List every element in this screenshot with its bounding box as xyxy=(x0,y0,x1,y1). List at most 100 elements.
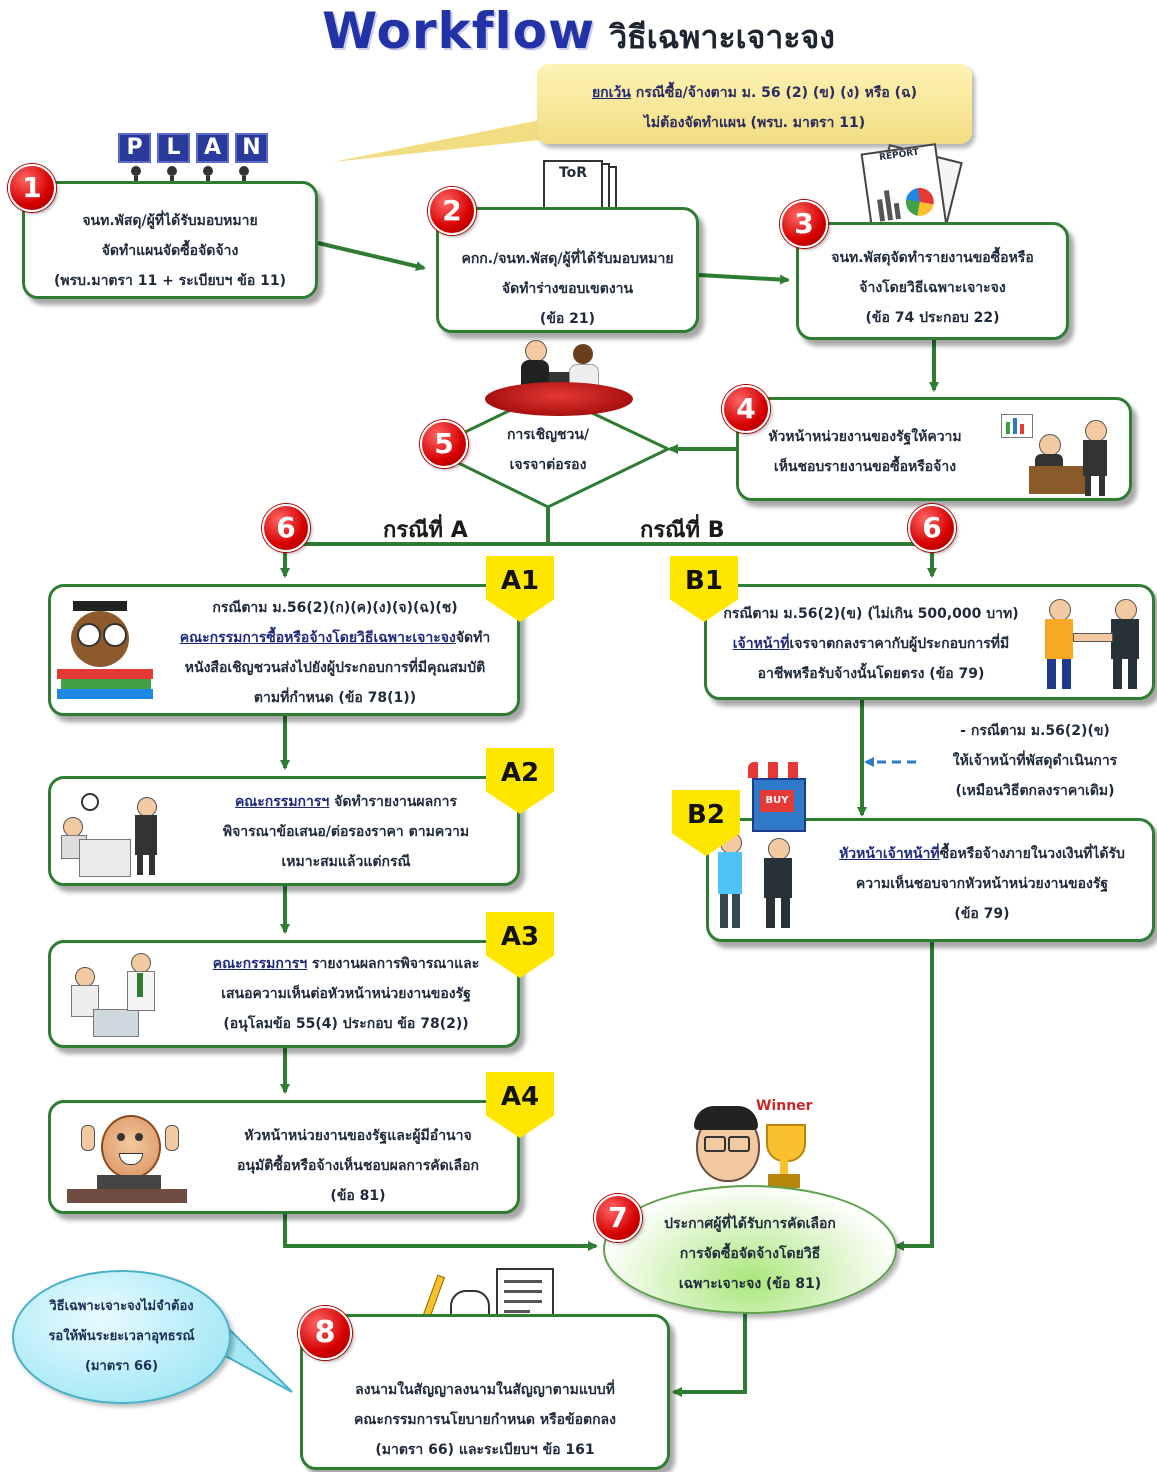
presenters-icon xyxy=(67,951,173,1041)
winner-trophy-icon: Winner xyxy=(690,1098,820,1202)
cloud-line: วิธีเฉพาะเจาะจงไม่จำต้อง xyxy=(49,1299,194,1314)
b1-line-3: อาชีพหรือรับจ้างนั้นโดยตรง (ข้อ 79) xyxy=(757,666,985,682)
b-note-line: ให้เจ้าหน้าที่พัสดุดำเนินการ xyxy=(952,753,1118,769)
executive-icon xyxy=(67,1109,193,1207)
b-note-line: (เหมือนวิธีตกลงราคาเดิม) xyxy=(955,783,1115,799)
step-4-line: เห็นชอบรายงานขอซื้อหรือจ้าง xyxy=(773,459,957,475)
negotiation-table-icon xyxy=(485,338,635,422)
a2-line-2: พิจารณาข้อเสนอ/ต่อรองราคา ตามความ xyxy=(222,824,470,840)
callout-pointer xyxy=(333,120,540,162)
step-4-line: หัวหน้าหน่วยงานของรัฐให้ความ xyxy=(768,429,962,445)
buy-label: BUY xyxy=(760,790,794,812)
step-a2-box: คณะกรรมการฯ จัดทำรายงานผลการ พิจารณาข้อเ… xyxy=(48,776,520,886)
a4-line: อนุมัติซื้อหรือจ้างเห็นชอบผลการคัดเลือก xyxy=(237,1158,479,1174)
a4-line: หัวหน้าหน่วยงานของรัฐและผู้มีอำนาจ xyxy=(244,1128,472,1144)
a1-line-3: หนังสือเชิญชวนส่งไปยังผู้ประกอบการที่มีค… xyxy=(184,660,486,676)
a3-line-2: เสนอความเห็นต่อหัวหน้าหน่วยงานของรัฐ xyxy=(221,986,471,1002)
winner-label: Winner xyxy=(756,1098,813,1114)
step-7-line: เฉพาะเจาะจง (ข้อ 81) xyxy=(678,1276,822,1292)
step-7-line: ประกาศผู้ที่ได้รับการคัดเลือก xyxy=(664,1216,836,1232)
cloud-line: รอให้พ้นระยะเวลาอุทธรณ์ xyxy=(48,1329,195,1344)
case-b-label: กรณีที่ B xyxy=(640,518,725,543)
step-a1-box: กรณีตาม ม.56(2)(ก)(ค)(ง)(จ)(ฉ)(ช) คณะกรร… xyxy=(48,584,520,716)
step-2-badge: 2 xyxy=(428,187,476,235)
step-2-box: คกก./จนท.พัสดุ/ผู้ที่ได้รับมอบหมาย จัดทำ… xyxy=(436,207,699,333)
b2-line-3: (ข้อ 79) xyxy=(954,906,1010,922)
step-a3-box: คณะกรรมการฯ รายงานผลการพิจารณาและ เสนอคว… xyxy=(48,940,520,1048)
b1-line-2: เจ้าหน้าที่เจรจาตกลงราคากับผู้ประกอบการท… xyxy=(732,636,1010,652)
title-latin: Workflow xyxy=(322,2,596,60)
report-label: REPORT xyxy=(878,147,920,164)
a2-line-1: คณะกรรมการฯ จัดทำรายงานผลการ xyxy=(234,794,458,810)
step-5-line: เจรจาต่อรอง xyxy=(509,457,587,473)
arrow-b2-7 xyxy=(894,942,934,1251)
plan-letter: L xyxy=(157,133,190,163)
step-5-text: การเชิญชวน/ เจรจาต่อรอง xyxy=(475,420,621,480)
step-2-line: (ข้อ 21) xyxy=(539,311,596,327)
plan-people-icon: P L A N xyxy=(118,133,268,203)
arrow-2-3 xyxy=(698,273,790,285)
a4-line: (ข้อ 81) xyxy=(330,1188,386,1204)
a3-line-1: คณะกรรมการฯ รายงานผลการพิจารณาและ xyxy=(212,956,480,972)
cloud-line: (มาตรา 66) xyxy=(84,1359,159,1374)
tor-document-icon: ToR xyxy=(543,160,623,234)
plan-letter: N xyxy=(235,133,268,163)
b2-line-2: ความเห็นชอบจากหัวหน้าหน่วยงานของรัฐ xyxy=(855,876,1109,892)
a1-line-2: คณะกรรมการซื้อหรือจ้างโดยวิธีเฉพาะเจาะจง… xyxy=(179,630,491,646)
step-7-badge: 7 xyxy=(594,1194,642,1242)
step-3-line: (ข้อ 74 ประกอบ 22) xyxy=(865,310,1000,326)
a1-line-1: กรณีตาม ม.56(2)(ก)(ค)(ง)(จ)(ฉ)(ช) xyxy=(212,600,458,616)
callout-line-2: ไม่ต้องจัดทำแผน (พรบ. มาตรา 11) xyxy=(643,115,866,131)
step-8-box: ลงนามในสัญญาลงนามในสัญญาตามแบบที่ คณะกรร… xyxy=(300,1314,670,1470)
step-7-oval: ประกาศผู้ที่ได้รับการคัดเลือก การจัดซื้อ… xyxy=(603,1185,897,1314)
shopping-people-icon: BUY xyxy=(712,762,816,932)
a2-line-3: เหมาะสมแล้วแต่กรณี xyxy=(281,854,411,870)
step-8-line: ลงนามในสัญญาลงนามในสัญญาตามแบบที่ xyxy=(355,1382,615,1398)
step-4-box: หัวหน้าหน่วยงานของรัฐให้ความ เห็นชอบรายง… xyxy=(736,397,1132,501)
step-3-badge: 3 xyxy=(780,200,828,248)
callout-line-1: ยกเว้น กรณีซื้อ/จ้างตาม ม. 56 (2) (ข) (ง… xyxy=(591,85,918,101)
step-8-line: คณะกรรมการนโยบายกำหนด หรือข้อตกลง xyxy=(354,1412,616,1428)
handshake-icon xyxy=(1041,597,1145,693)
step-3-line: จ้างโดยวิธีเฉพาะเจาะจง xyxy=(859,280,1006,296)
step-3-box: จนท.พัสดุจัดทำรายงานขอซื้อหรือ จ้างโดยวิ… xyxy=(796,222,1069,340)
decision-diamond-5 xyxy=(426,390,672,509)
step-1-line: จนท.พัสดุ/ผู้ที่ได้รับมอบหมาย xyxy=(82,213,258,229)
step-8-badge: 8 xyxy=(298,1306,352,1360)
step-1-box: จนท.พัสดุ/ผู้ที่ได้รับมอบหมาย จัดทำแผนจั… xyxy=(22,181,318,299)
step-2-line: คกก./จนท.พัสดุ/ผู้ที่ได้รับมอบหมาย xyxy=(461,251,674,267)
plan-letter: A xyxy=(196,133,229,163)
step-5-line: การเชิญชวน/ xyxy=(506,427,590,443)
plan-letter: P xyxy=(118,133,151,163)
b-note: - กรณีตาม ม.56(2)(ข) ให้เจ้าหน้าที่พัสดุ… xyxy=(920,716,1150,806)
step-7-line: การจัดซื้อจัดจ้างโดยวิธี xyxy=(679,1246,821,1262)
arrow-1-2 xyxy=(317,241,426,272)
step-1-badge: 1 xyxy=(8,164,56,212)
a1-line-4: ตามที่กำหนด (ข้อ 78(1)) xyxy=(253,690,417,706)
step-2-line: จัดทำร่างขอบเขตงาน xyxy=(501,281,634,297)
step-a4-box: หัวหน้าหน่วยงานของรัฐและผู้มีอำนาจ อนุมั… xyxy=(48,1100,520,1214)
step-b1-box: กรณีตาม ม.56(2)(ข) (ไม่เกิน 500,000 บาท)… xyxy=(704,584,1155,700)
arrow-7-8 xyxy=(672,1312,747,1397)
step-5-badge: 5 xyxy=(420,420,468,468)
owl-books-icon xyxy=(57,601,153,705)
step-6-badge-b: 6 xyxy=(908,504,956,552)
b-note-line: - กรณีตาม ม.56(2)(ข) xyxy=(960,723,1110,739)
page-title: Workflow วิธีเฉพาะเจาะจง xyxy=(0,2,1157,63)
step-1-line: จัดทำแผนจัดซื้อจัดจ้าง xyxy=(101,243,239,259)
step-3-line: จนท.พัสดุจัดทำรายงานขอซื้อหรือ xyxy=(831,250,1034,266)
office-workers-icon xyxy=(59,791,169,877)
office-meeting-icon xyxy=(1001,408,1121,496)
step-6-badge-a: 6 xyxy=(262,504,310,552)
step-1-line: (พรบ.มาตรา 11 + ระเบียบฯ ข้อ 11) xyxy=(53,273,287,289)
exception-callout: ยกเว้น กรณีซื้อ/จ้างตาม ม. 56 (2) (ข) (ง… xyxy=(537,64,972,144)
step-8-line: (มาตรา 66) และระเบียบฯ ข้อ 161 xyxy=(375,1442,595,1458)
b2-line-1: หัวหน้าเจ้าหน้าที่ซื้อหรือจ้างภายในวงเงิ… xyxy=(839,846,1125,862)
step-4-badge: 4 xyxy=(722,385,770,433)
a3-line-3: (อนุโลมข้อ 55(4) ประกอบ ข้อ 78(2)) xyxy=(223,1016,469,1032)
b1-line-1: กรณีตาม ม.56(2)(ข) (ไม่เกิน 500,000 บาท) xyxy=(723,606,1019,622)
arrow-a4-7 xyxy=(283,1214,598,1251)
title-thai: วิธีเฉพาะเจาะจง xyxy=(609,18,835,56)
case-a-label: กรณีที่ A xyxy=(383,518,468,543)
appeal-note-cloud: วิธีเฉพาะเจาะจงไม่จำต้อง รอให้พ้นระยะเวล… xyxy=(12,1270,231,1404)
